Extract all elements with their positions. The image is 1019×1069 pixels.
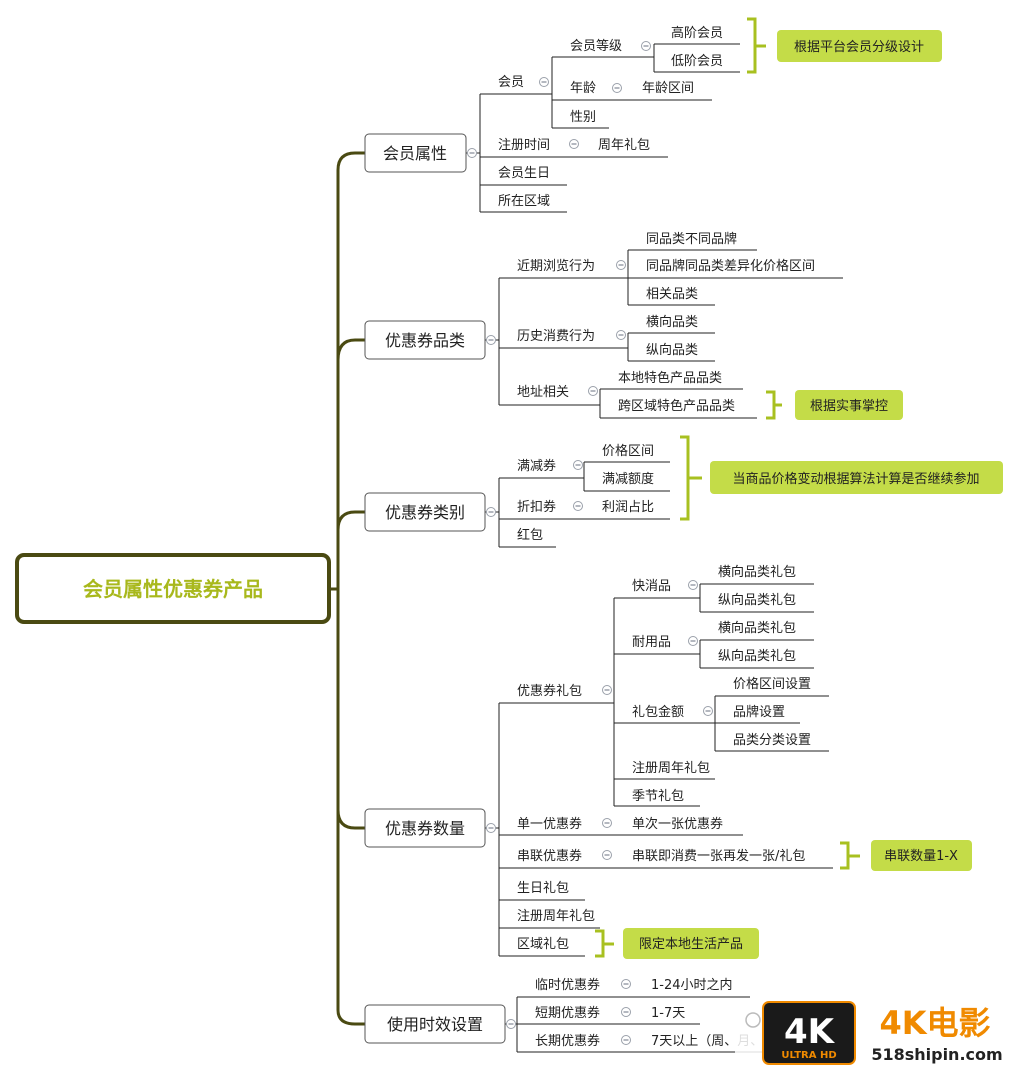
node-related-cat: 相关品类	[646, 287, 698, 302]
node-member-level: 会员等级	[570, 38, 622, 54]
node-history: 历史消费行为	[517, 329, 595, 344]
branch-label-member-attrs: 会员属性	[383, 144, 447, 163]
member-attrs-nodes: 会员 会员等级 高阶会员 低阶会员 年龄 年龄区间 性别 注册时间 周年礼包 会…	[498, 25, 723, 209]
node-brand-setting: 品牌设置	[733, 704, 785, 720]
watermark-4k-badge	[762, 1001, 856, 1065]
branch-box-coupon-quantity	[364, 808, 486, 848]
node-short-desc: 1-7天	[651, 1006, 685, 1021]
node-category-setting: 品类分类设置	[733, 733, 811, 748]
node-price-range: 价格区间	[602, 443, 654, 459]
node-pack-amount: 礼包金额	[632, 704, 684, 720]
watermark-brand: 4K电影	[879, 1004, 990, 1042]
node-region-pack: 区域礼包	[517, 936, 569, 952]
node-recent-browse: 近期浏览行为	[517, 258, 595, 274]
node-reg-anniv: 注册周年礼包	[632, 760, 710, 776]
node-red-packet: 红包	[517, 527, 543, 543]
branch-label-coupon-category: 优惠券品类	[385, 331, 465, 350]
node-fmcg-v: 纵向品类礼包	[718, 592, 796, 608]
watermark-site: 518shipin.com	[871, 1045, 1002, 1064]
node-age: 年龄	[570, 81, 596, 96]
node-reg-time: 注册时间	[498, 138, 550, 153]
branch-box-coupon-type	[364, 492, 486, 532]
node-address: 地址相关	[517, 385, 569, 400]
coupon-quantity-nodes: 优惠券礼包 快消品 横向品类礼包 纵向品类礼包 耐用品 横向品类礼包 纵向品类礼…	[517, 564, 811, 952]
root-label: 会员属性优惠券产品	[83, 577, 263, 601]
node-full-reduction: 满减券	[517, 458, 556, 474]
branch-box-coupon-category	[364, 320, 486, 360]
note-price-change: 当商品价格变动根据算法计算是否继续参加	[732, 471, 979, 487]
node-coupon-pack: 优惠券礼包	[517, 683, 582, 699]
summary-notes: 根据平台会员分级设计 根据实事掌控 当商品价格变动根据算法计算是否继续参加 串联…	[623, 30, 1003, 959]
node-same-brand-price: 同品牌同品类差异化价格区间	[646, 258, 815, 274]
node-cross-cat: 跨区域特色产品品类	[618, 398, 735, 414]
node-price-setting: 价格区间设置	[733, 676, 811, 692]
node-profit-ratio: 利润占比	[602, 500, 654, 515]
validity-nodes: 临时优惠券 1-24小时之内 短期优惠券 1-7天 长期优惠券 7天以上（周、月…	[535, 977, 763, 1049]
coupon-type-nodes: 满减券 价格区间 满减额度 折扣券 利润占比 红包	[517, 443, 654, 543]
watermark: 4K ULTRA HD 4K电影 518shipin.com	[735, 1000, 1019, 1069]
watermark-badge-bottom: ULTRA HD	[781, 1050, 836, 1061]
node-reduction-amount: 满减额度	[602, 471, 654, 487]
branch-box-validity	[364, 1004, 506, 1044]
node-birthday: 会员生日	[498, 166, 550, 181]
summary-brackets	[595, 17, 860, 958]
node-temp-desc: 1-24小时之内	[651, 977, 733, 993]
node-age-range: 年龄区间	[642, 81, 694, 96]
branch-box-member-attrs	[364, 133, 467, 173]
node-discount: 折扣券	[517, 499, 556, 515]
branch-label-coupon-type: 优惠券类别	[385, 503, 465, 522]
note-series-count: 串联数量1-X	[884, 849, 958, 864]
node-durable-h: 横向品类礼包	[718, 620, 796, 636]
node-birthday-pack: 生日礼包	[517, 880, 569, 896]
note-local-life: 限定本地生活产品	[639, 937, 743, 952]
node-season: 季节礼包	[632, 788, 684, 804]
node-horizontal-cat: 横向品类	[646, 314, 698, 330]
branch-label-validity: 使用时效设置	[387, 1015, 483, 1034]
trunk-lines	[330, 151, 365, 1026]
node-durable: 耐用品	[632, 635, 671, 650]
node-long-coupon: 长期优惠券	[535, 1033, 600, 1049]
node-series-coupon: 串联优惠券	[517, 848, 582, 864]
collapse-toggles	[467, 41, 713, 1045]
node-member: 会员	[498, 75, 524, 90]
root-node	[15, 553, 331, 624]
note-box-5	[623, 928, 759, 959]
coupon-category-nodes: 近期浏览行为 同品类不同品牌 同品牌同品类差异化价格区间 相关品类 历史消费行为…	[517, 231, 815, 414]
node-temp-coupon: 临时优惠券	[535, 977, 600, 993]
watermark-chat-icon	[745, 1012, 761, 1028]
note-box-1	[777, 30, 942, 62]
node-low-member: 低阶会员	[671, 54, 723, 69]
node-high-member: 高阶会员	[671, 25, 723, 41]
node-reg-anniv-pack: 注册周年礼包	[517, 908, 595, 924]
node-short-coupon: 短期优惠券	[535, 1005, 600, 1021]
branch-label-coupon-quantity: 优惠券数量	[385, 819, 465, 838]
note-control: 根据实事掌控	[810, 399, 888, 414]
node-same-cat-diff-brand: 同品类不同品牌	[646, 231, 737, 247]
branch-lines	[466, 43, 843, 1053]
note-member-level: 根据平台会员分级设计	[794, 40, 924, 55]
watermark-badge-top: 4K	[784, 1012, 836, 1052]
note-box-4	[871, 840, 972, 871]
node-local-cat: 本地特色产品品类	[618, 370, 722, 386]
node-series-desc: 串联即消费一张再发一张/礼包	[632, 848, 805, 864]
note-box-3	[710, 461, 1003, 494]
node-durable-v: 纵向品类礼包	[718, 648, 796, 664]
node-vertical-cat: 纵向品类	[646, 342, 698, 358]
node-region: 所在区域	[498, 194, 550, 209]
node-fmcg-h: 横向品类礼包	[718, 564, 796, 580]
node-single-coupon: 单一优惠券	[517, 816, 582, 832]
node-single-desc: 单次一张优惠券	[632, 816, 723, 832]
node-gender: 性别	[570, 110, 596, 125]
node-fmcg: 快消品	[632, 579, 671, 594]
note-box-2	[795, 390, 903, 420]
node-anniv-pack: 周年礼包	[598, 137, 650, 153]
